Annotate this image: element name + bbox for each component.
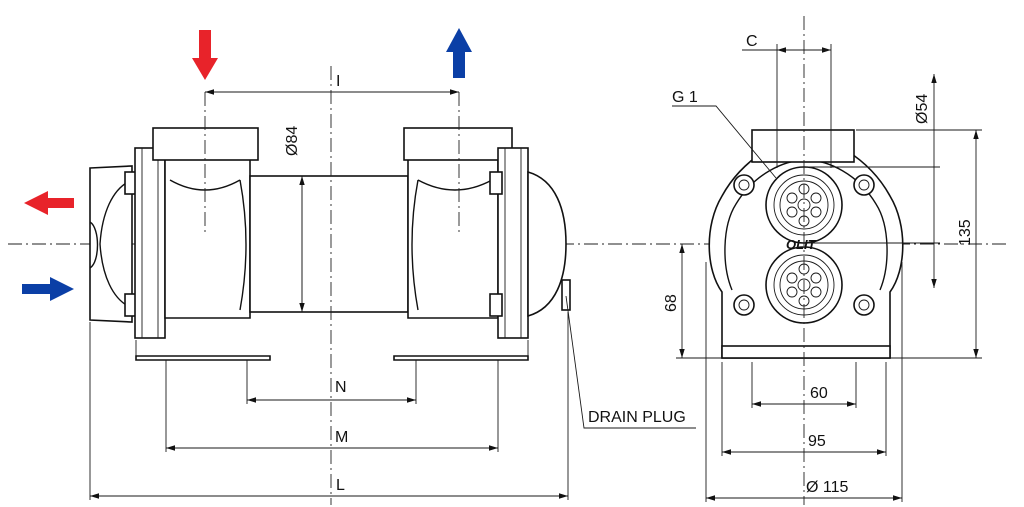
top-port-boss [751,129,855,163]
dim-L-label: L [336,477,345,494]
cold-outlet-arrow [446,28,472,78]
bolt-bottom-right [853,294,875,316]
central-tube [249,175,409,313]
left-foot [135,355,271,361]
dim-135-label: 135 [957,219,974,246]
dim-M-label: M [335,429,348,446]
right-inlet-body [407,155,499,319]
drain-plug-label: DRAIN PLUG [588,409,686,426]
dim-68-label: 68 [663,294,680,312]
right-foot [393,355,529,361]
left-inlet-body [164,155,251,319]
left-end-cap [89,165,133,323]
right-inlet-nozzle [403,127,513,161]
bolt-top-left [733,174,755,196]
dim-d84-label: Ø84 [284,126,301,156]
right-top-bolt [489,171,503,195]
left-flange [134,147,166,339]
dim-95-label: 95 [808,433,826,450]
right-bottom-bolt [489,293,503,317]
end-view: OLIT C G 1 Ø54 135 68 60 [663,16,982,505]
dim-d54-label: Ø54 [914,94,931,124]
right-flange [497,147,529,339]
cold-inlet-arrow [22,277,74,301]
dim-N-label: N [335,379,347,396]
left-inlet-nozzle [152,127,259,161]
hot-outlet-arrow [24,191,74,215]
dim-d115-label: Ø 115 [806,479,849,496]
brand-logo: OLIT [786,237,817,252]
hot-inlet-arrow [192,30,218,80]
side-view: I Ø84 N M L DRAIN PLUG [8,28,1010,505]
g1-label: G 1 [672,89,698,106]
g1-leader [672,105,777,179]
bolt-top-right [853,174,875,196]
dim-I-label: I [336,73,340,90]
drain-plug [561,279,571,311]
end-view-base [721,345,891,359]
dim-C-label: C [746,33,758,50]
bolt-bottom-left [733,294,755,316]
right-end-cap [527,170,567,318]
drain-plug-leader [565,295,696,429]
dim-60-label: 60 [810,385,828,402]
